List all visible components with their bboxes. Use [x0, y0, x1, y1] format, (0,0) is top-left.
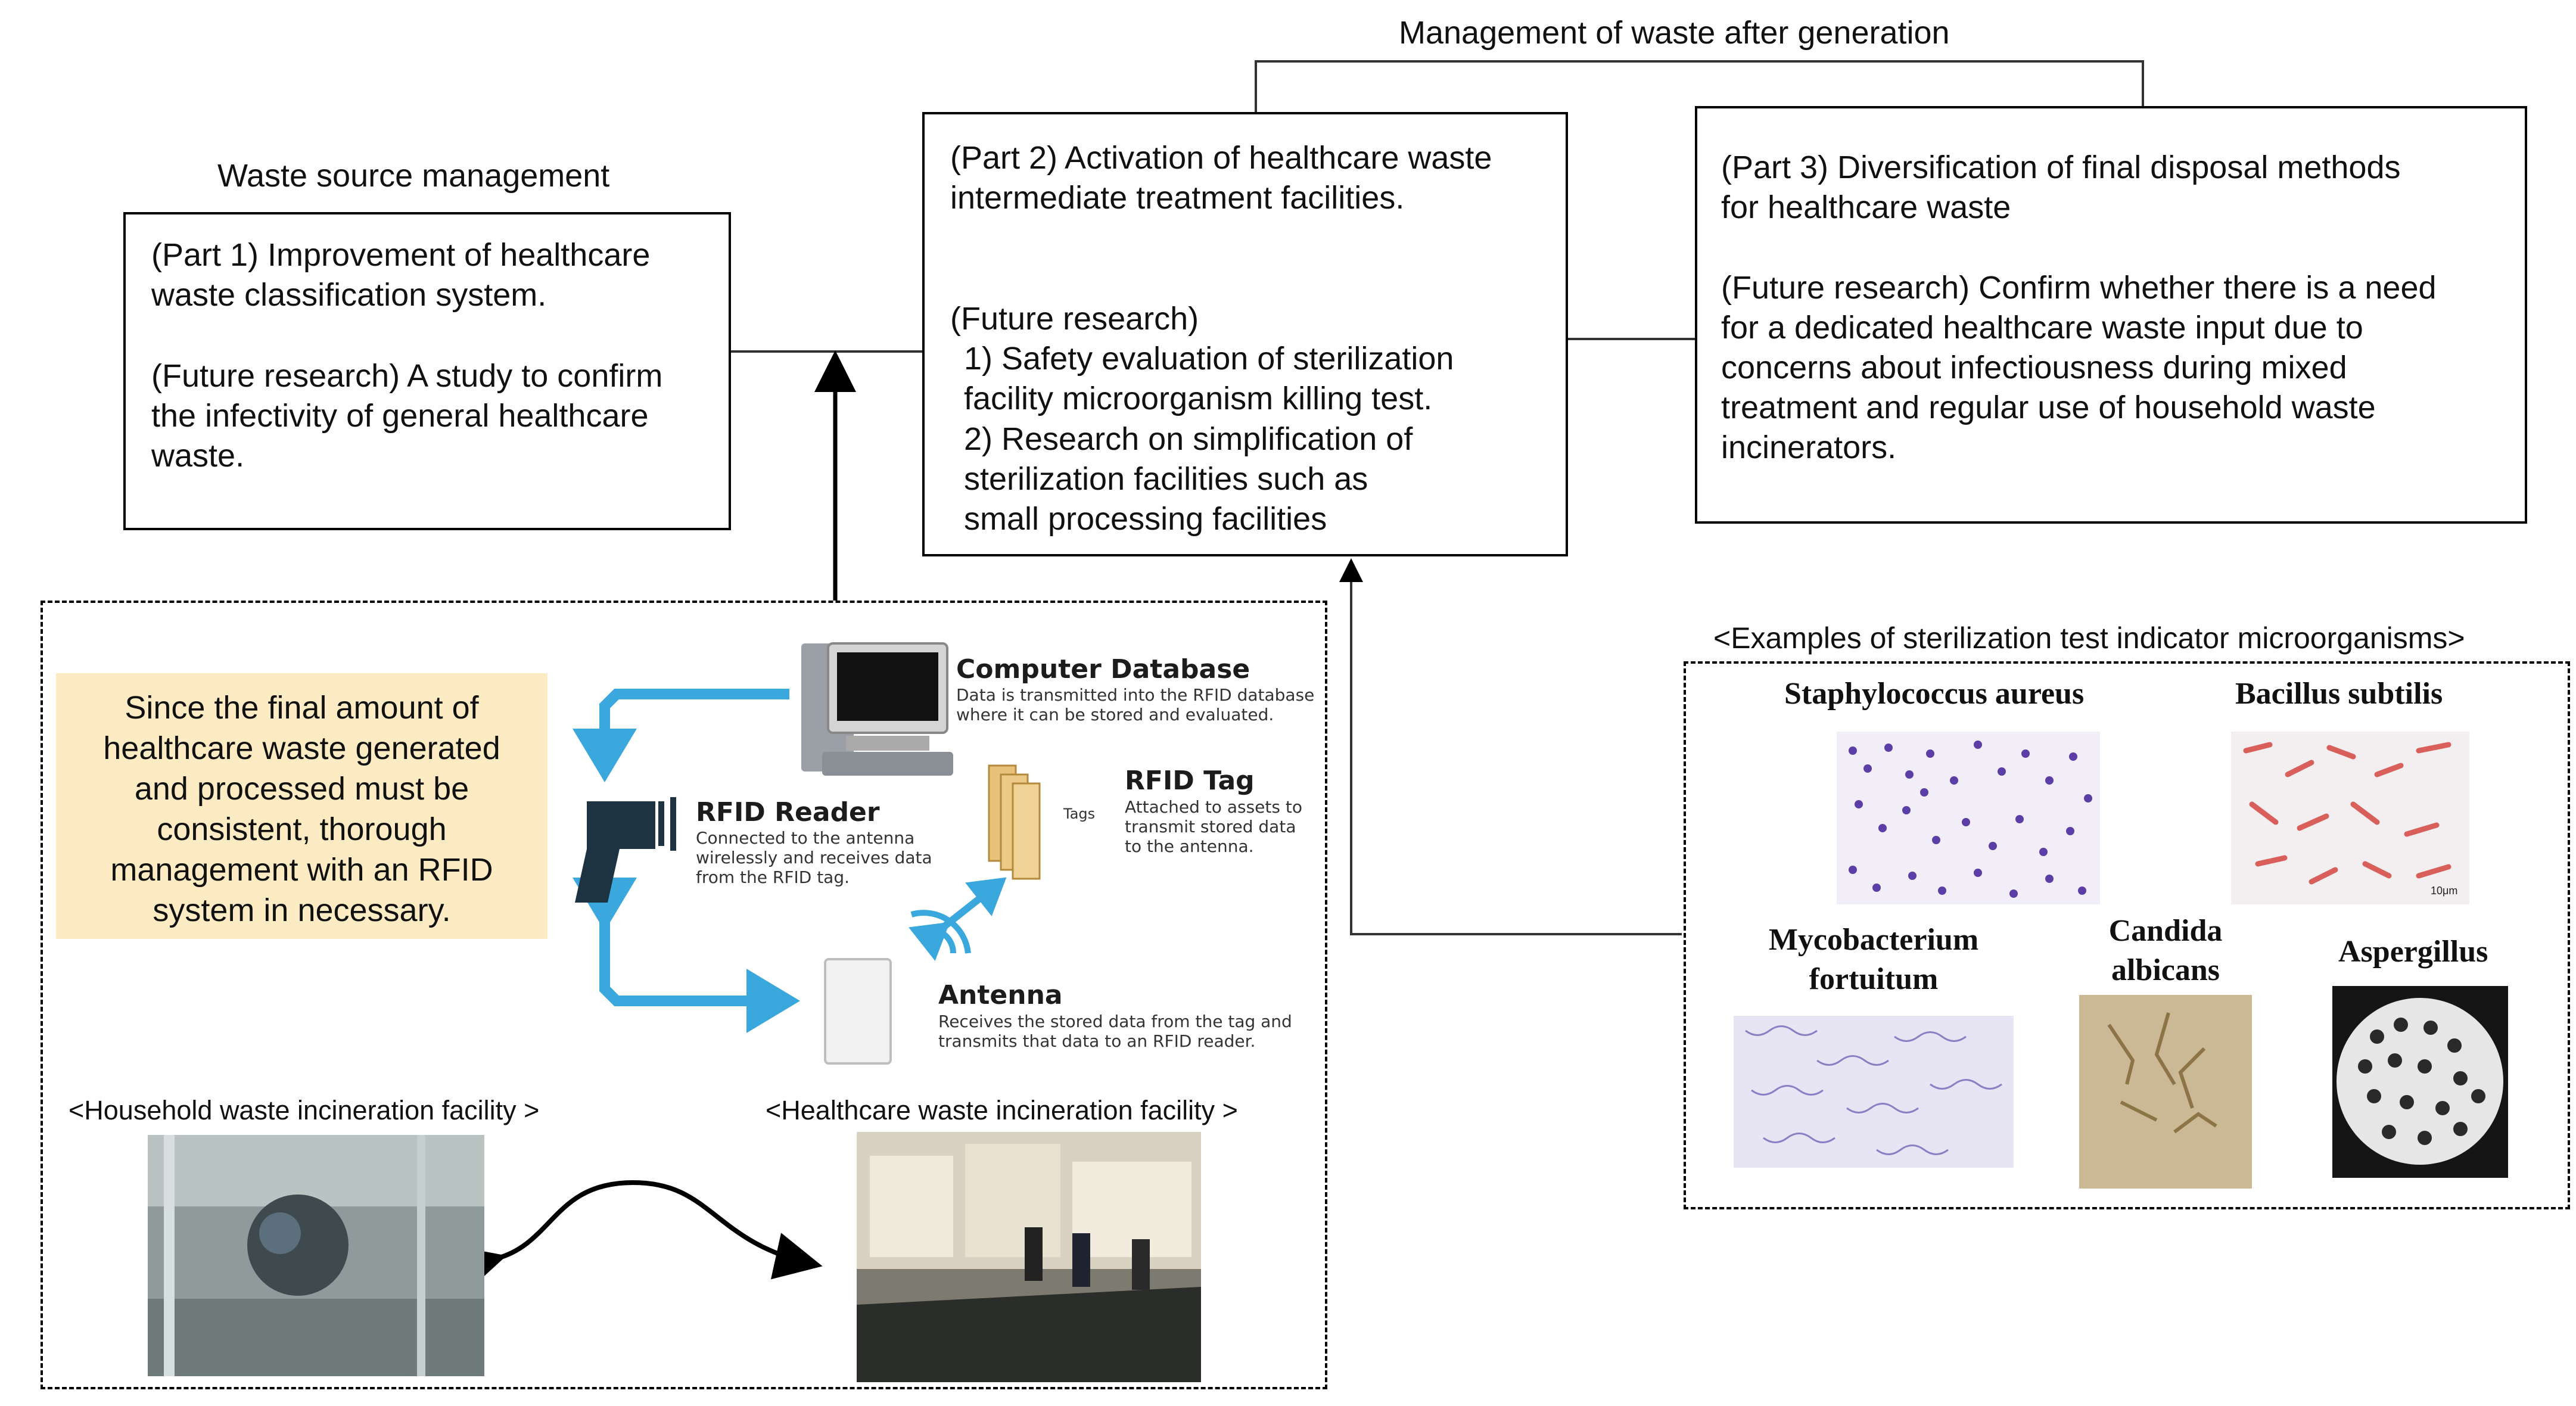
tag-desc: Attached to assets to transmit stored da…	[1125, 797, 1302, 856]
facility-curve-arrow	[454, 1180, 823, 1292]
aspergillus-label: Aspergillus	[2338, 935, 2488, 969]
database-title: Computer Database	[956, 654, 1250, 685]
candida-label: Candida albicans	[2108, 914, 2223, 987]
tag-title: RFID Tag	[1125, 766, 1255, 796]
top-bracket-line	[1255, 60, 2144, 112]
reader-title: RFID Reader	[696, 797, 880, 828]
rfid-note-text: Since the final amount of healthcare was…	[103, 690, 500, 928]
part1-box: (Part 1) Improvement of healthcare waste…	[123, 212, 731, 530]
bacillus-label: Bacillus subtilis	[2235, 677, 2443, 711]
header-waste-source-management: Waste source management	[217, 158, 610, 194]
bacillus-scale-label: 10μm	[2431, 885, 2458, 897]
part3-title: (Part 3) Diversification of final dispos…	[1721, 150, 2401, 225]
staph-label: Staphylococcus aureus	[1784, 677, 2085, 711]
database-desc: Data is transmitted into the RFID databa…	[956, 685, 1315, 724]
healthcare-facility-label: <Healthcare waste incineration facility …	[766, 1095, 1238, 1125]
household-facility-label: <Household waste incineration facility >	[69, 1095, 540, 1125]
micro-to-part2-arrow	[1339, 558, 1682, 935]
part1-future-research: (Future research) A study to confirm the…	[151, 358, 663, 474]
part2-box: (Part 2) Activation of healthcare waste …	[922, 112, 1568, 556]
part2-item-1: 1) Safety evaluation of sterilization fa…	[964, 341, 1454, 416]
rfid-panel	[41, 601, 1327, 1389]
microorganisms-heading: <Examples of sterilization test indicato…	[1713, 621, 2465, 655]
part2-future-heading: (Future research)	[950, 301, 1199, 337]
antenna-desc: Receives the stored data from the tag an…	[938, 1012, 1292, 1051]
part1-title: (Part 1) Improvement of healthcare waste…	[151, 237, 651, 313]
antenna-title: Antenna	[938, 980, 1063, 1010]
reader-desc: Connected to the antenna wirelessly and …	[696, 828, 932, 887]
part2-title: (Part 2) Activation of healthcare waste …	[950, 140, 1492, 216]
part3-future-research: (Future research) Confirm whether there …	[1721, 270, 2437, 465]
tag-small-label: Tags	[1063, 805, 1096, 822]
header-management-after-generation: Management of waste after generation	[1399, 15, 1950, 51]
microorganism-panel	[1684, 661, 2570, 1209]
myco-label: Mycobacterium fortuitum	[1768, 923, 1979, 996]
part2-item-2: 2) Research on simplification of sterili…	[964, 421, 1413, 537]
part3-box: (Part 3) Diversification of final dispos…	[1695, 106, 2527, 524]
rfid-note: Since the final amount of healthcare was…	[56, 673, 547, 939]
